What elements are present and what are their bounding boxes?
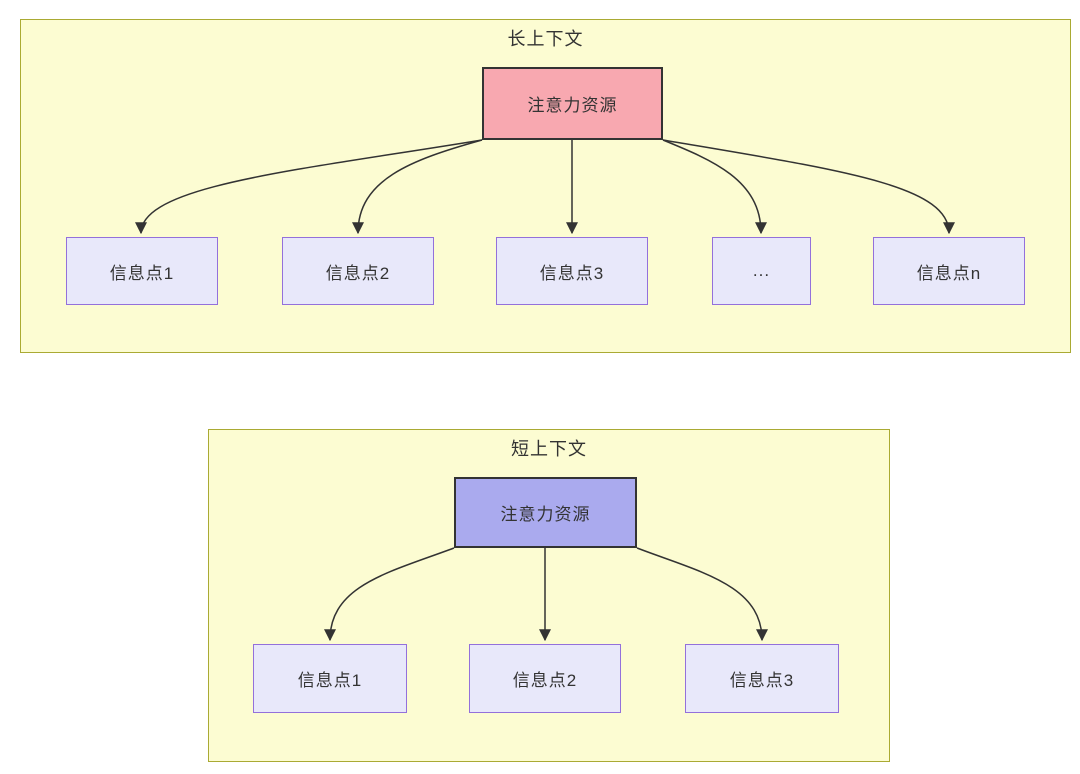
long-info-node-ellipsis: ...: [712, 237, 811, 305]
long-context-title: 长上下文: [507, 29, 584, 49]
short-context-title: 短上下文: [511, 439, 587, 459]
long-attention-node: 注意力资源: [482, 67, 663, 140]
long-info-node-1: 信息点1: [66, 237, 218, 305]
short-info-node-2: 信息点2: [469, 644, 621, 713]
short-info-node-1: 信息点1: [253, 644, 407, 713]
short-attention-node: 注意力资源: [454, 477, 637, 548]
long-info-node-n: 信息点n: [873, 237, 1025, 305]
long-info-node-2: 信息点2: [282, 237, 434, 305]
long-info-node-3: 信息点3: [496, 237, 648, 305]
short-info-node-3: 信息点3: [685, 644, 839, 713]
